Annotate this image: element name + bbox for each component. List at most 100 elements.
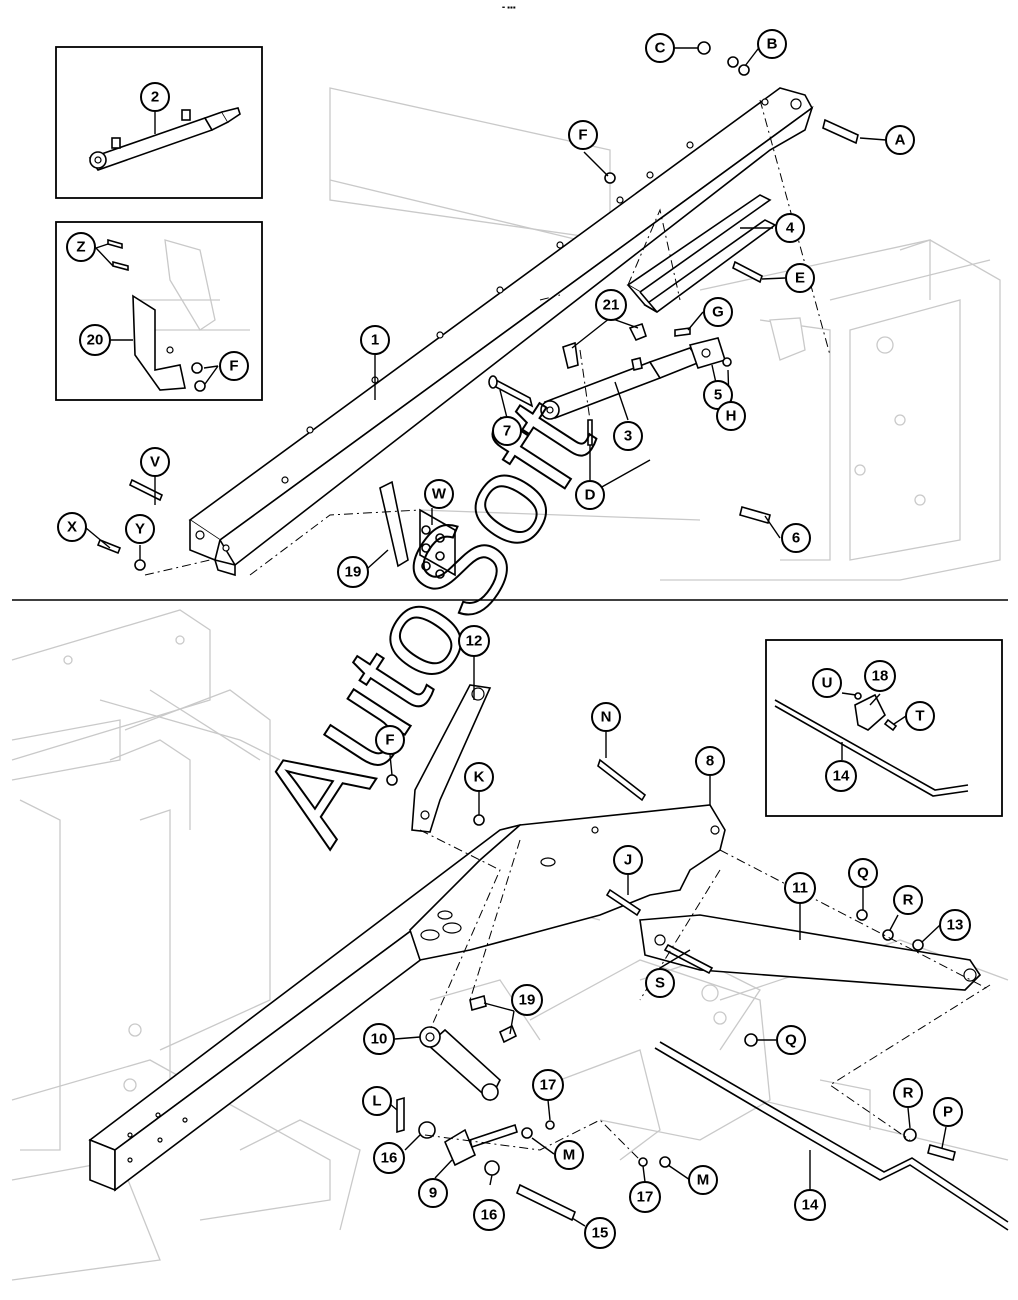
callout-17-right: 17 <box>629 1181 661 1213</box>
callout-6: 6 <box>781 523 811 553</box>
callout-D: D <box>575 480 605 510</box>
svg-text:18: 18 <box>872 668 889 685</box>
callout-16-bottom: 16 <box>473 1199 505 1231</box>
callout-U: U <box>812 668 842 698</box>
svg-text:20: 20 <box>87 332 104 349</box>
svg-text:14: 14 <box>802 1197 819 1214</box>
callout-20: 20 <box>79 324 111 356</box>
callout-R-bottom: R <box>893 1078 923 1108</box>
callout-V: V <box>140 447 170 477</box>
callout-Q-top: Q <box>848 858 878 888</box>
shield-and-nuts <box>379 480 456 579</box>
svg-text:J: J <box>624 852 632 869</box>
callout-M-right: M <box>688 1165 718 1195</box>
svg-text:D: D <box>585 487 596 504</box>
callout-F-bottom: F <box>375 725 405 755</box>
callout-H: H <box>716 401 746 431</box>
callout-7: 7 <box>492 416 522 446</box>
callout-16-left: 16 <box>373 1142 405 1174</box>
callout-W: W <box>424 479 454 509</box>
callout-X: X <box>57 512 87 542</box>
rod-inset-drawing <box>774 692 969 797</box>
rod-14 <box>654 1041 1009 1231</box>
arm-8 <box>88 804 726 1192</box>
svg-text:3: 3 <box>624 428 632 445</box>
svg-text:C: C <box>655 40 666 57</box>
svg-text:B: B <box>767 36 778 53</box>
cylinder-inset-drawing <box>88 107 241 171</box>
callout-Y: Y <box>125 514 155 544</box>
callout-21: 21 <box>595 289 627 321</box>
svg-text:Y: Y <box>135 521 145 538</box>
assembly-lines-top <box>144 99 831 576</box>
link-11 <box>639 914 982 991</box>
callout-19-top: 19 <box>337 556 369 588</box>
svg-text:K: K <box>474 769 485 786</box>
svg-text:E: E <box>795 270 805 287</box>
callout-E: E <box>785 263 815 293</box>
svg-text:R: R <box>903 892 914 909</box>
lever-12 <box>386 684 492 833</box>
callout-13: 13 <box>939 909 971 941</box>
ghost-header-frame-top <box>329 87 1001 581</box>
lift-cylinder <box>540 322 702 420</box>
svg-text:S: S <box>655 975 665 992</box>
pins-top <box>96 41 859 571</box>
svg-text:Q: Q <box>785 1032 797 1049</box>
svg-text:19: 19 <box>345 564 362 581</box>
callout-S: S <box>645 968 675 998</box>
svg-text:M: M <box>697 1172 710 1189</box>
svg-text:14: 14 <box>833 768 850 785</box>
main-lift-arm <box>188 87 814 577</box>
callout-12: 12 <box>458 625 490 657</box>
callout-11: 11 <box>784 872 816 904</box>
callout-N: N <box>591 702 621 732</box>
svg-text:5: 5 <box>714 387 722 404</box>
svg-text:15: 15 <box>592 1225 609 1242</box>
svg-text:16: 16 <box>481 1207 498 1224</box>
svg-text:F: F <box>578 127 587 144</box>
callout-M-left: M <box>554 1140 584 1170</box>
inset-box-bracket <box>55 221 263 401</box>
callout-14-main: 14 <box>794 1189 826 1221</box>
svg-text:F: F <box>229 358 238 375</box>
assembly-lines-bottom <box>419 829 991 1161</box>
svg-text:6: 6 <box>792 530 800 547</box>
svg-text:U: U <box>822 675 833 692</box>
cylinder-10 <box>419 994 518 1102</box>
callout-Q-bottom: Q <box>776 1025 806 1055</box>
svg-text:F: F <box>385 732 394 749</box>
support-rails <box>626 194 777 313</box>
callout-F-top: F <box>568 120 598 150</box>
svg-text:10: 10 <box>371 1031 388 1048</box>
svg-text:L: L <box>372 1093 381 1110</box>
svg-text:21: 21 <box>603 297 620 314</box>
svg-text:H: H <box>726 408 737 425</box>
callout-8: 8 <box>695 746 725 776</box>
svg-text:P: P <box>943 1104 953 1121</box>
inset-box-rod <box>765 639 1003 817</box>
callout-14-inset: 14 <box>825 760 857 792</box>
callout-10: 10 <box>363 1023 395 1055</box>
callout-Z: Z <box>66 232 96 262</box>
callout-9: 9 <box>418 1178 448 1208</box>
callout-P: P <box>933 1097 963 1127</box>
callout-2: 2 <box>140 82 170 112</box>
callout-15: 15 <box>584 1217 616 1249</box>
callout-19-bottom: 19 <box>511 984 543 1016</box>
svg-text:V: V <box>150 454 160 471</box>
callout-L: L <box>362 1086 392 1116</box>
callout-J: J <box>613 845 643 875</box>
svg-text:N: N <box>601 709 612 726</box>
callout-K: K <box>464 762 494 792</box>
callout-3: 3 <box>613 421 643 451</box>
callout-R-top: R <box>893 885 923 915</box>
callout-G: G <box>703 297 733 327</box>
inset-box-cylinder <box>55 46 263 199</box>
svg-text:M: M <box>563 1147 576 1164</box>
svg-text:W: W <box>432 486 447 503</box>
svg-text:13: 13 <box>947 917 964 934</box>
callout-B: B <box>757 29 787 59</box>
callout-17-left: 17 <box>532 1069 564 1101</box>
svg-text:2: 2 <box>151 89 159 106</box>
